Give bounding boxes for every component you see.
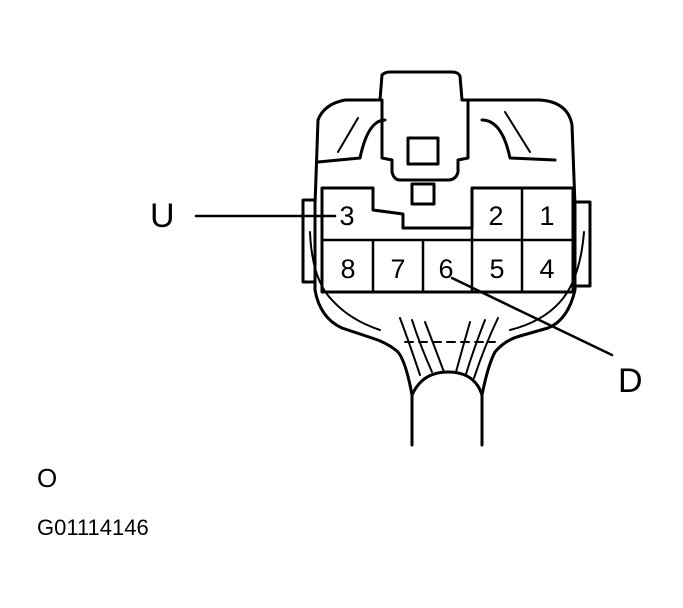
pin-2: 2 [488, 201, 503, 231]
pin-8: 8 [340, 254, 355, 284]
leader-line-d [450, 276, 614, 357]
terminal-grid [320, 186, 575, 294]
callout-label-d: D [618, 362, 643, 400]
cable [410, 370, 484, 447]
pin-4: 4 [539, 254, 554, 284]
right-flange [573, 200, 592, 288]
wire-bundle [399, 317, 499, 379]
housing-ridge [337, 111, 531, 153]
view-mark: O [37, 463, 58, 493]
callout-label-u: U [150, 197, 175, 235]
seal-contour [309, 231, 585, 331]
locking-latch [380, 98, 470, 182]
pin-5: 5 [489, 254, 504, 284]
pin-7: 7 [390, 254, 405, 284]
left-flange [301, 198, 317, 284]
pin-3: 3 [339, 201, 354, 231]
latch-window-lower [410, 182, 436, 206]
pin-1: 1 [539, 201, 554, 231]
pin-6: 6 [438, 254, 453, 284]
latch-window-upper [406, 136, 440, 166]
figure-id: G01114146 [37, 515, 149, 540]
connector-housing [313, 70, 577, 397]
